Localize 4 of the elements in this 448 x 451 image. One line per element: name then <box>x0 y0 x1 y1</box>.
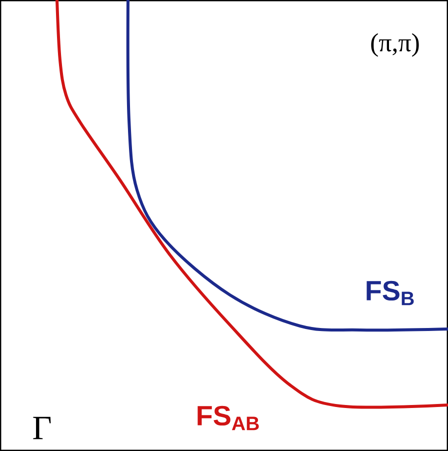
corner-label: Γ <box>33 416 51 440</box>
curve-label: FS$_{AB}$ <box>198 406 259 430</box>
corner-label: (π,π) <box>371 33 419 57</box>
curve-label: FS$_{B}$ <box>366 280 414 306</box>
